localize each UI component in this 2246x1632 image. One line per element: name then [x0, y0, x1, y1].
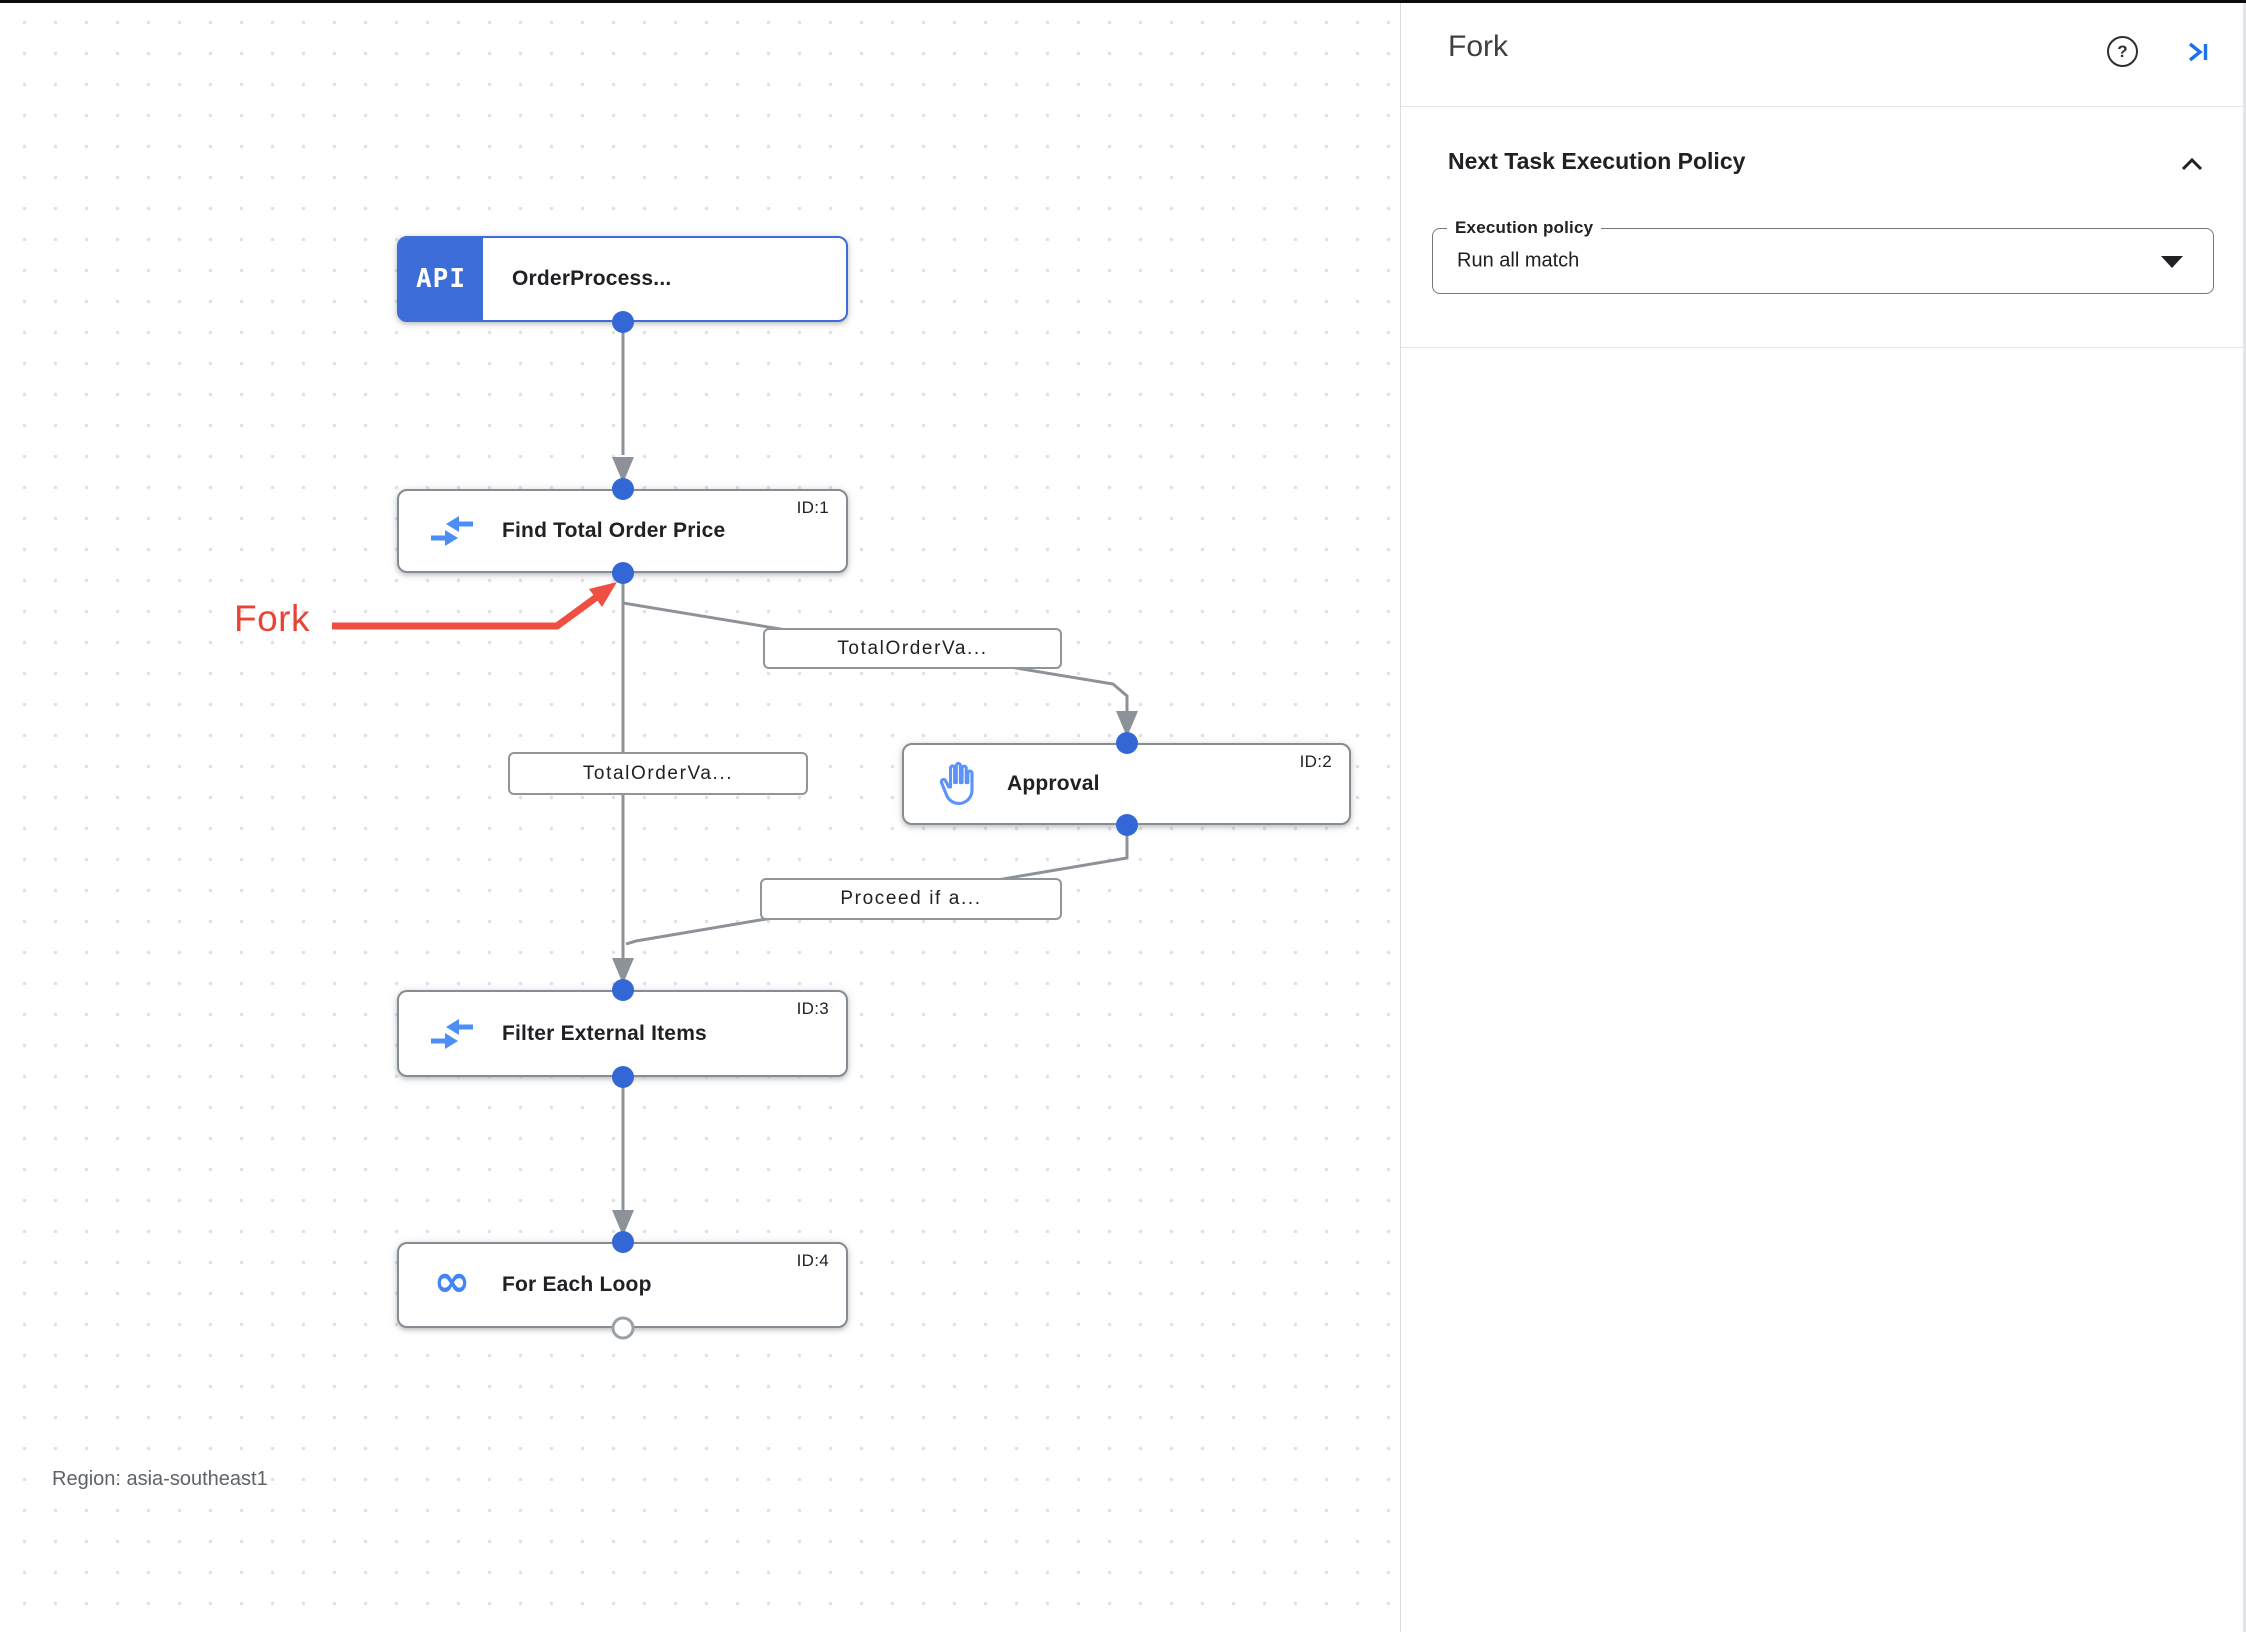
edge-label-text: TotalOrderVa...	[837, 637, 988, 659]
api-trigger-badge: API	[399, 238, 483, 320]
task-config-panel: Fork ? Next Task Execution Policy Execut…	[1401, 0, 2246, 1632]
node-id-badge: ID:1	[796, 498, 829, 517]
panel-separator	[1400, 0, 1401, 1632]
execution-policy-select[interactable]: Execution policy Run all match	[1432, 218, 2214, 294]
edge-label-total-order-value-left[interactable]: TotalOrderVa...	[508, 752, 808, 795]
chevron-up-icon[interactable]	[2179, 152, 2205, 178]
collapse-panel-icon[interactable]	[2183, 37, 2213, 67]
section-divider	[1401, 347, 2246, 348]
node-filter-external-items[interactable]: Filter External Items ID:3	[397, 990, 848, 1077]
panel-scrollbar[interactable]	[2243, 3, 2246, 1632]
node-id-badge: ID:2	[1299, 752, 1332, 771]
edge-label-proceed-if-approved[interactable]: Proceed if a...	[760, 878, 1062, 920]
node-id-badge: ID:4	[796, 1251, 829, 1270]
help-icon[interactable]: ?	[2107, 36, 2138, 67]
node-find-total-order-price[interactable]: Find Total Order Price ID:1	[397, 489, 848, 573]
loop-infinity-icon: ∞	[433, 1256, 471, 1307]
workflow-canvas[interactable]: API OrderProcess... Find Total Order Pri…	[0, 0, 1400, 1632]
node-title: Approval	[1007, 772, 1100, 795]
section-heading: Next Task Execution Policy	[1448, 148, 1746, 174]
execution-policy-value: Run all match	[1457, 249, 1580, 272]
node-order-process-trigger[interactable]: API OrderProcess...	[397, 236, 848, 322]
edge-label-text: TotalOrderVa...	[582, 762, 734, 784]
data-mapping-icon	[426, 1014, 478, 1054]
node-title: OrderProcess...	[512, 267, 672, 290]
region-label: Region: asia-southeast1	[52, 1468, 268, 1490]
edge-label-total-order-value-right[interactable]: TotalOrderVa...	[763, 628, 1062, 669]
help-glyph: ?	[2117, 41, 2128, 61]
data-mapping-icon	[426, 511, 478, 551]
dropdown-caret-icon	[2161, 256, 2183, 268]
node-id-badge: ID:3	[796, 999, 829, 1018]
node-title: Find Total Order Price	[502, 519, 726, 542]
edge-label-text: Proceed if a...	[840, 888, 982, 909]
panel-title: Fork	[1448, 30, 1508, 63]
node-for-each-loop[interactable]: ∞ For Each Loop ID:4	[397, 1242, 848, 1328]
window-top-border	[0, 0, 2246, 3]
node-title: For Each Loop	[502, 1273, 652, 1296]
fork-annotation-label: Fork	[234, 598, 310, 639]
edge-arrowhead	[612, 457, 1138, 1236]
hand-approval-icon	[931, 762, 983, 806]
panel-header-divider	[1401, 106, 2246, 107]
node-title: Filter External Items	[502, 1021, 707, 1045]
execution-policy-label: Execution policy	[1447, 218, 1602, 238]
node-approval[interactable]: Approval ID:2	[902, 743, 1351, 825]
